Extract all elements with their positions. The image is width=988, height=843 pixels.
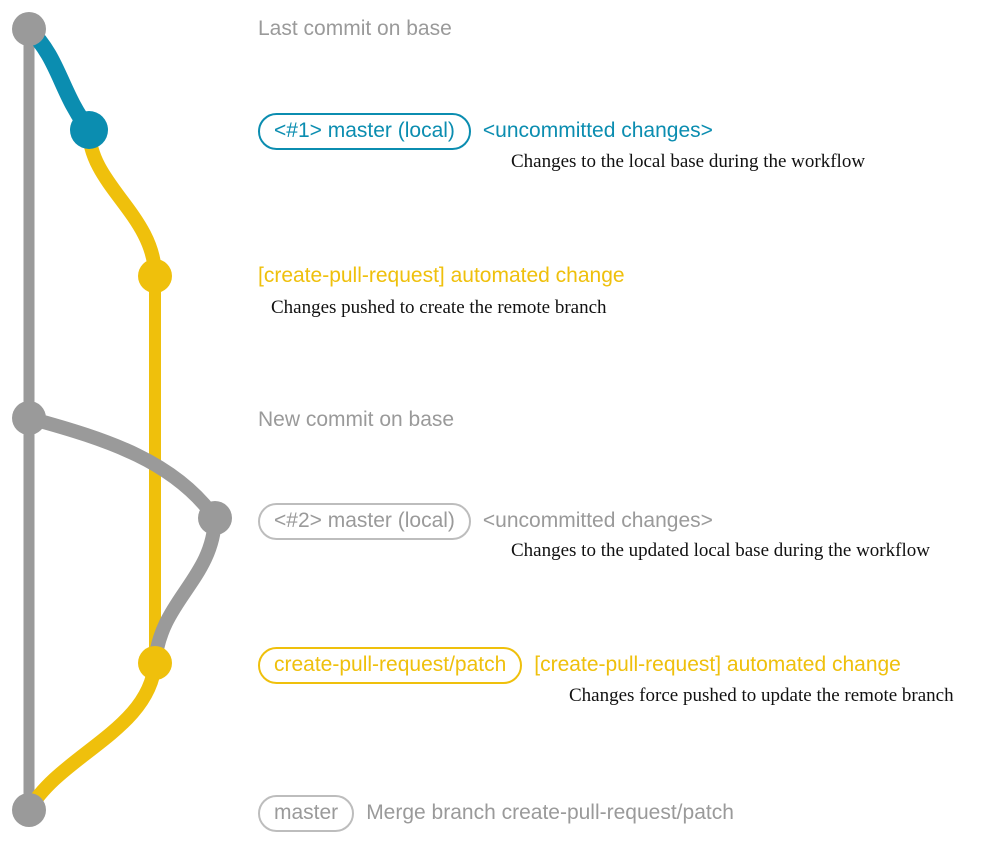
annotation-row-remote-1: [create-pull-request] automated change: [258, 265, 625, 286]
subtext-local-1: Changes to the local base during the wor…: [511, 151, 866, 172]
commit-node-base-merge[interactable]: [12, 793, 46, 827]
headline-new-commit-on-base: New commit on base: [258, 408, 455, 431]
gray-branch-local2-to-remote2: [148, 511, 222, 670]
subtext-remote-1: Changes pushed to create the remote bran…: [271, 297, 607, 318]
branch-pill-master[interactable]: master: [258, 795, 355, 832]
yellow-merge-to-base: [22, 656, 162, 817]
subtext-local-2: Changes to the updated local base during…: [511, 540, 930, 561]
commit-node-remote-2[interactable]: [138, 646, 172, 680]
subtext-remote-2: Changes force pushed to update the remot…: [569, 685, 954, 706]
commit-node-base-last[interactable]: [12, 12, 46, 46]
gray-branch-basenew-to-local2: [22, 411, 222, 525]
headline-remote-2: [create-pull-request] automated change: [534, 653, 901, 676]
commit-node-base-new[interactable]: [12, 401, 46, 435]
headline-last-commit-on-base: Last commit on base: [258, 17, 452, 40]
annotation-row-merge: master Merge branch create-pull-request/…: [258, 795, 734, 832]
headline-merge: Merge branch create-pull-request/patch: [366, 801, 734, 824]
headline-local-2: <uncommitted changes>: [482, 509, 713, 532]
branch-pill-local-1[interactable]: <#1> master (local): [258, 113, 471, 150]
annotation-row-local-1: <#1> master (local) <uncommitted changes…: [258, 113, 713, 150]
annotation-row-local-2: <#2> master (local) <uncommitted changes…: [258, 503, 713, 540]
commit-node-local-2[interactable]: [198, 501, 232, 535]
annotation-row-new-commit-on-base: New commit on base: [258, 409, 454, 430]
commit-node-local-1[interactable]: [70, 111, 108, 149]
branch-pill-remote-2[interactable]: create-pull-request/patch: [258, 647, 523, 684]
headline-local-1: <uncommitted changes>: [482, 119, 713, 142]
annotation-row-last-commit-on-base: Last commit on base: [258, 18, 452, 39]
branch-pill-local-2[interactable]: <#2> master (local): [258, 503, 471, 540]
headline-remote-1: [create-pull-request] automated change: [258, 264, 625, 287]
annotation-row-remote-2: create-pull-request/patch [create-pull-r…: [258, 647, 901, 684]
commit-node-remote-1[interactable]: [138, 259, 172, 293]
